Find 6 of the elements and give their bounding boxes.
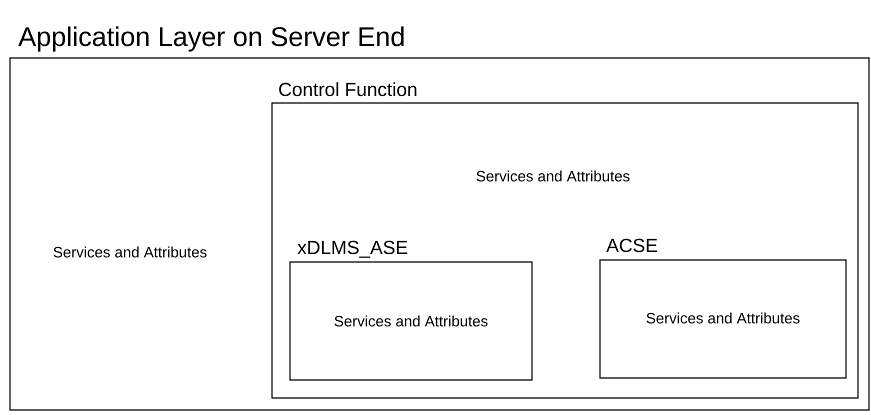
node-label: Application Layer on Server End	[18, 26, 404, 52]
node-label: Control Function	[279, 82, 416, 96]
service-box: xDLMS_ASE Services and Attributes	[289, 240, 533, 381]
service-box: ACSE Services and Attributes	[599, 238, 847, 379]
node-label: xDLMS_ASE	[297, 240, 408, 258]
node-label: ACSE	[606, 238, 658, 252]
